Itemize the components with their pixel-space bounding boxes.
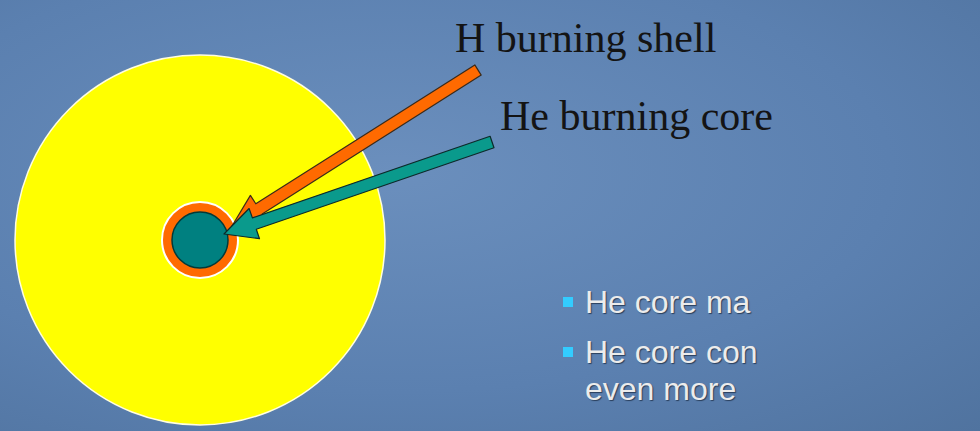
bullet-text: He core con even more — [585, 334, 775, 408]
bullet-marker — [563, 347, 573, 357]
shell-label: H burning shell — [455, 14, 716, 62]
bullet-text: He core ma — [585, 284, 750, 321]
hydrogen-shell — [162, 202, 238, 278]
shell-pointer-arrow — [232, 65, 481, 226]
star-envelope — [15, 55, 385, 425]
bullet-marker — [563, 297, 573, 307]
core-pointer-arrow — [224, 136, 494, 238]
core-label: He burning core — [500, 92, 773, 140]
helium-core — [172, 212, 228, 268]
